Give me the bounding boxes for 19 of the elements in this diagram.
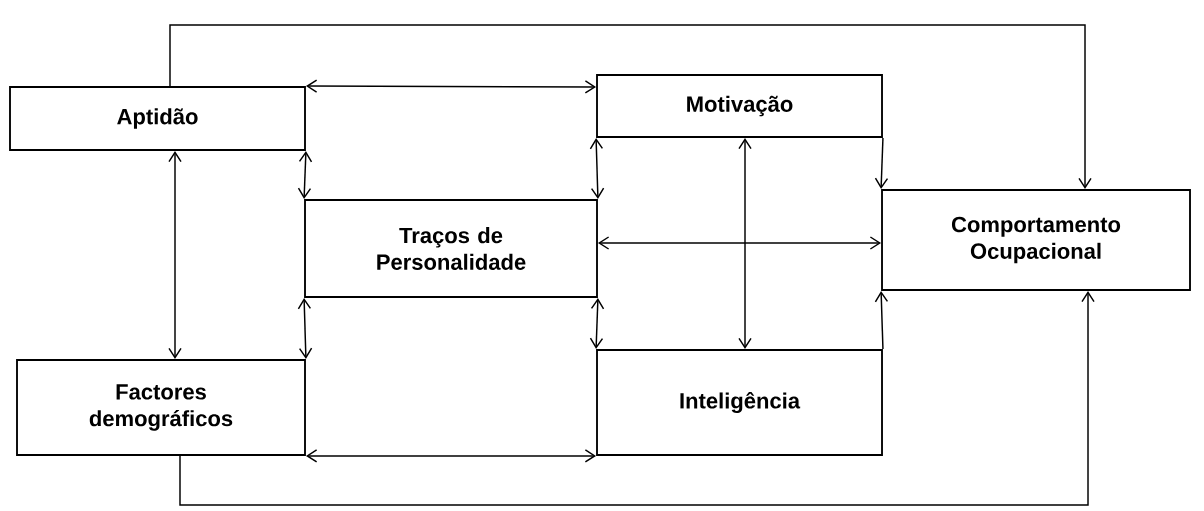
arrow <box>168 150 182 360</box>
arrow <box>169 24 1092 190</box>
concept-box: Comportamento Ocupacional <box>881 189 1191 291</box>
arrow <box>297 150 313 200</box>
concept-box: Inteligência <box>596 349 883 456</box>
concept-box: Motivação <box>596 74 883 138</box>
arrow <box>589 137 605 200</box>
concept-box: Aptidão <box>9 86 306 151</box>
arrow <box>874 290 889 350</box>
concept-box: Traços de Personalidade <box>304 199 598 298</box>
arrow <box>305 449 597 463</box>
arrow <box>305 79 597 94</box>
arrow <box>597 236 882 250</box>
arrow <box>589 297 605 350</box>
concept-box: Factores demográficos <box>16 359 306 456</box>
arrow <box>297 297 313 360</box>
arrow <box>179 290 1095 506</box>
arrow <box>738 137 752 350</box>
arrow <box>874 137 889 190</box>
